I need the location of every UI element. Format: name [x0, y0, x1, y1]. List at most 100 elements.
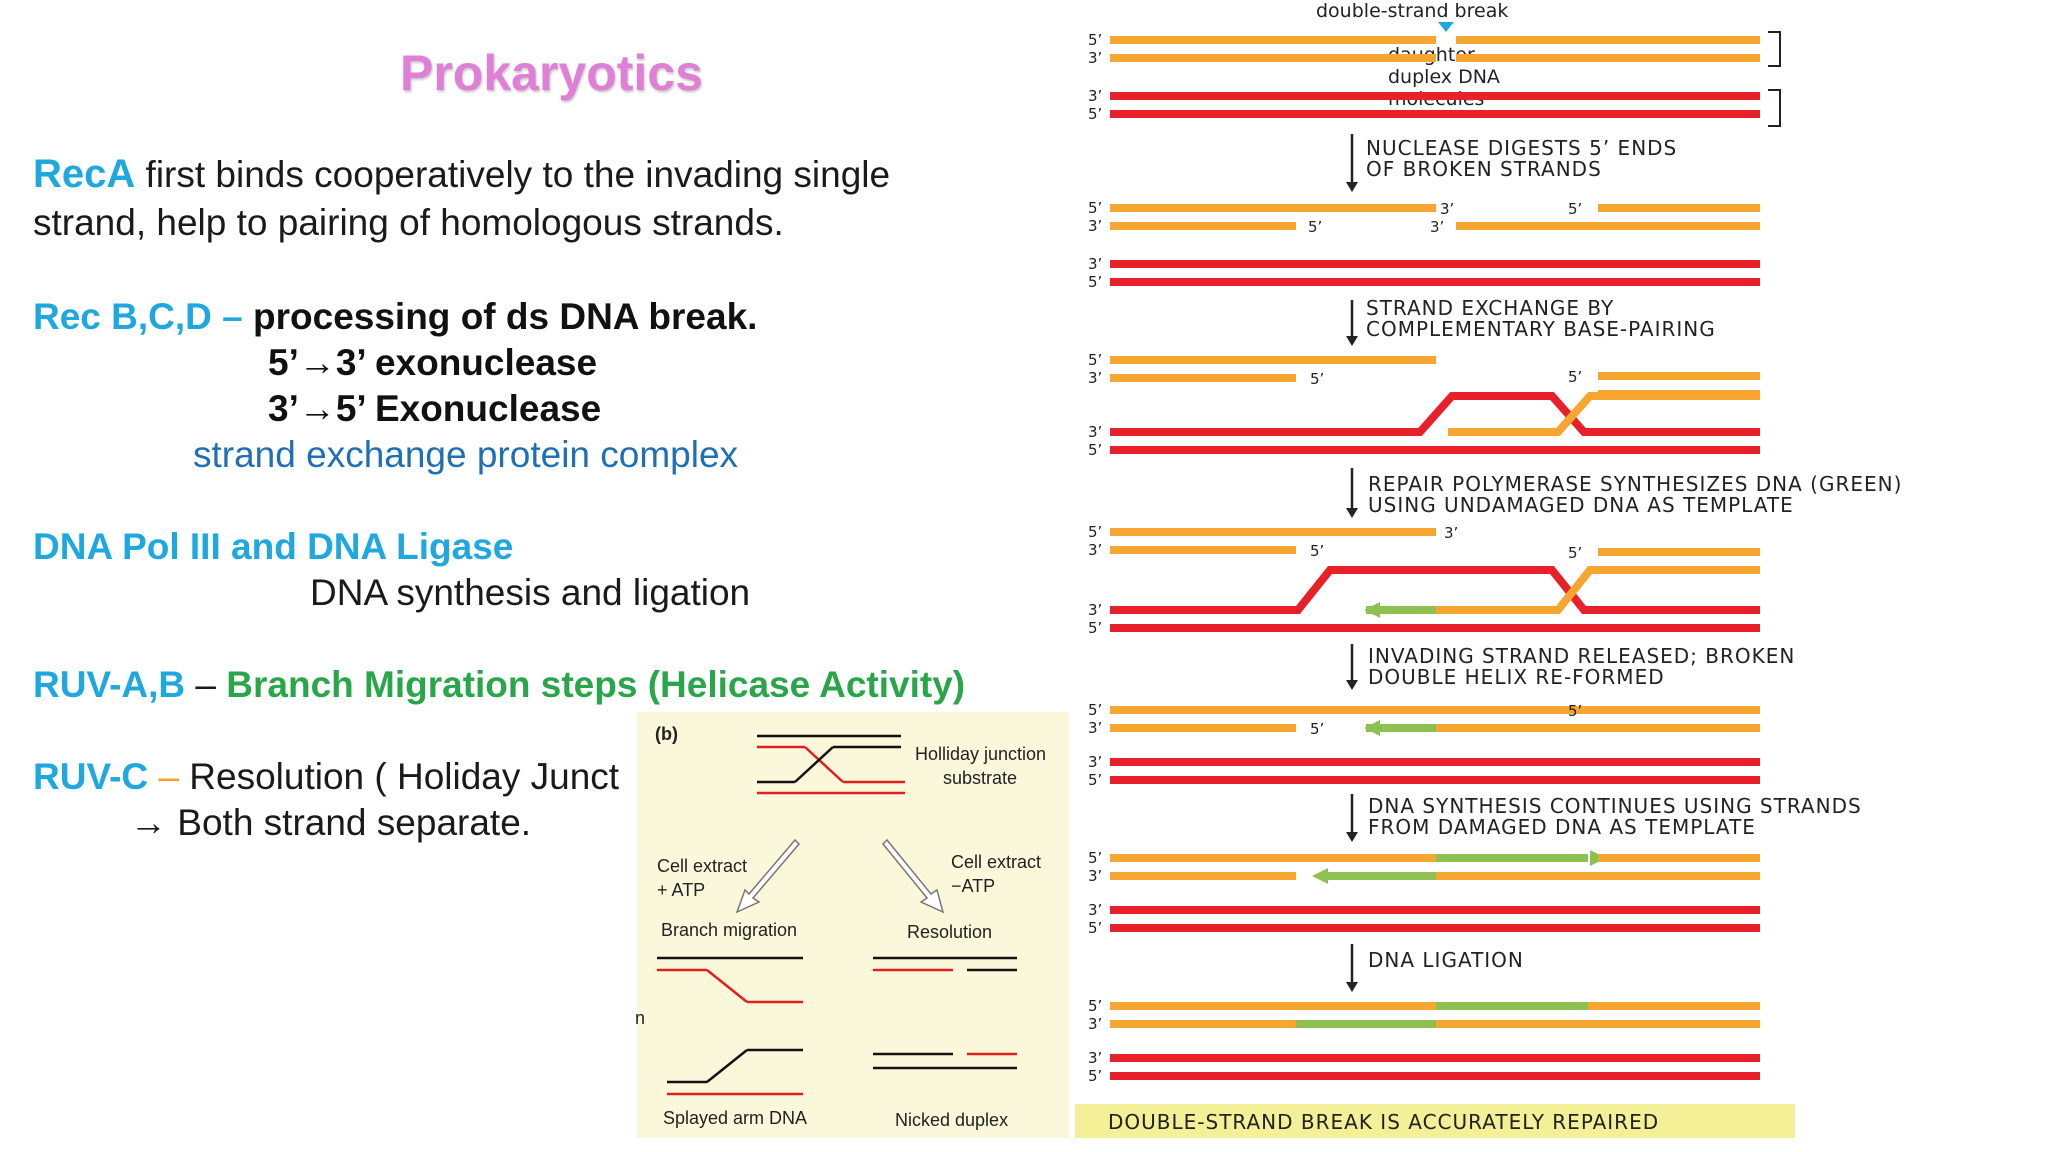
- end-label: 5’: [1568, 368, 1582, 386]
- orange-strand: [1110, 872, 1296, 880]
- reca-desc-1: first binds cooperatively to the invadin…: [135, 154, 891, 195]
- orange-strand: [1436, 724, 1760, 732]
- orange-strand: [1598, 204, 1760, 212]
- red-strand: [1110, 92, 1760, 100]
- ruvc-desc: Resolution ( Holiday Junct: [189, 756, 620, 797]
- step-2: STRAND EXCHANGE BY COMPLEMENTARY BASE-PA…: [1366, 298, 1716, 340]
- orange-strand: [1110, 36, 1436, 44]
- recbcd-line: Rec B,C,D – processing of ds DNA break.: [33, 296, 757, 338]
- ruvc-dash: –: [148, 756, 190, 797]
- end-label: 3’: [1430, 218, 1444, 236]
- end-label: 3’: [1088, 541, 1102, 559]
- end-label: 5’: [1568, 200, 1582, 218]
- end-label: 3’: [1088, 1015, 1102, 1033]
- end-label: 3’: [1088, 255, 1102, 273]
- step-4: INVADING STRAND RELEASED; BROKEN DOUBLE …: [1368, 646, 1795, 688]
- step-6: DNA LIGATION: [1368, 950, 1524, 971]
- ruvab-line: RUV-A,B – Branch Migration steps (Helica…: [33, 664, 965, 706]
- break-marker: [1438, 22, 1454, 32]
- branch-migration-lines: [657, 956, 803, 1096]
- end-label: 5’: [1088, 619, 1102, 637]
- end-label: 3’: [1088, 601, 1102, 619]
- green-strand: [1366, 606, 1436, 614]
- green-strand: [1436, 854, 1588, 862]
- red-strand: [1110, 624, 1760, 632]
- right-condition-1: Cell extract: [951, 852, 1042, 872]
- step-arrow-head: [1346, 508, 1358, 518]
- left-product: Splayed arm DNA: [663, 1108, 808, 1128]
- orange-strand: [1110, 1020, 1296, 1028]
- step-5-line-2: FROM DAMAGED DNA AS TEMPLATE: [1368, 815, 1756, 839]
- end-label: 3’: [1088, 217, 1102, 235]
- red-strand: [1110, 1054, 1760, 1062]
- end-label: 5’: [1310, 542, 1324, 560]
- right-condition-2: −ATP: [951, 876, 996, 896]
- ruvc-line-2: → Both strand separate.: [130, 802, 532, 843]
- green-strand: [1296, 1020, 1436, 1028]
- red-strand: [1110, 906, 1760, 914]
- orange-strand: [1598, 548, 1760, 556]
- end-label: 5’: [1088, 849, 1102, 867]
- orange-strand: [1110, 54, 1436, 62]
- end-label: 3’: [1440, 200, 1454, 218]
- step-5-line-1: DNA SYNTHESIS CONTINUES USING STRANDS: [1368, 794, 1862, 818]
- dsb-label: double-strand break: [1316, 0, 1509, 22]
- orange-strand: [1436, 872, 1760, 880]
- orange-strand: [1456, 54, 1760, 62]
- end-label: 5’: [1088, 351, 1102, 369]
- orange-strand: [1456, 36, 1760, 44]
- substrate-label-2: substrate: [943, 768, 1018, 788]
- step-arrow-head: [1346, 182, 1358, 192]
- holliday-substrate: [757, 734, 905, 795]
- bracket: [1768, 31, 1781, 67]
- recbcd-complex: strand exchange protein complex: [193, 434, 739, 475]
- orange-strand: [1110, 724, 1296, 732]
- red-strand-exchange: [1110, 566, 1760, 614]
- resolution-lines: [873, 956, 1017, 1070]
- orange-strand: [1436, 1020, 1760, 1028]
- end-label: 5’: [1088, 997, 1102, 1015]
- recbcd-desc: processing of ds DNA break.: [253, 296, 758, 337]
- end-label: 5’: [1310, 720, 1324, 738]
- red-strand: [1110, 110, 1760, 118]
- edge-char: n: [635, 1008, 646, 1028]
- left-result: Branch migration: [661, 920, 798, 940]
- step-1: NUCLEASE DIGESTS 5’ ENDS OF BROKEN STRAN…: [1366, 138, 1677, 180]
- end-label: 3’: [1088, 719, 1102, 737]
- red-strand-exchange: [1110, 392, 1760, 436]
- end-label: 5’: [1088, 31, 1102, 49]
- orange-strand: [1110, 528, 1436, 536]
- orange-strand: [1110, 546, 1296, 554]
- end-label: 3’: [1088, 901, 1102, 919]
- orange-strand: [1110, 204, 1436, 212]
- end-label: 5’: [1568, 544, 1582, 562]
- repair-banner-text: DOUBLE-STRAND BREAK IS ACCURATELY REPAIR…: [1108, 1110, 1660, 1134]
- step-2-line-1: STRAND EXCHANGE BY: [1366, 296, 1615, 320]
- end-label: 5’: [1088, 199, 1102, 217]
- red-strand: [1110, 446, 1760, 454]
- orange-strand: [1110, 222, 1296, 230]
- end-label: 5’: [1088, 523, 1102, 541]
- pol-desc: DNA synthesis and ligation: [310, 572, 751, 613]
- end-label: 3’: [1088, 753, 1102, 771]
- end-label: 3’: [1088, 1049, 1102, 1067]
- end-label: 5’: [1088, 273, 1102, 291]
- end-label: 5’: [1088, 701, 1102, 719]
- red-strand: [1110, 260, 1760, 268]
- orange-strand: [1110, 854, 1436, 862]
- recbcd-exo1: 5’→3’ exonuclease: [268, 342, 598, 383]
- ruvab-dash: –: [185, 664, 227, 705]
- arrow-left: [735, 838, 801, 914]
- end-label: 5’: [1308, 218, 1322, 236]
- reca-name: RecA: [33, 152, 136, 196]
- step-arrow-head: [1346, 680, 1358, 690]
- orange-strand-exchange: [1436, 566, 1760, 614]
- step-1-line-2: OF BROKEN STRANDS: [1366, 157, 1602, 181]
- dsb-repair-figure: double-strand break daughter duplex DNA …: [1068, 0, 2048, 1152]
- reca-line-1: RecA first binds cooperatively to the in…: [33, 152, 890, 197]
- slide-title: Prokaryotics: [400, 45, 703, 101]
- red-strand: [1110, 924, 1760, 932]
- end-label: 5’: [1088, 105, 1102, 123]
- orange-strand: [1110, 706, 1760, 714]
- end-label: 3’: [1088, 87, 1102, 105]
